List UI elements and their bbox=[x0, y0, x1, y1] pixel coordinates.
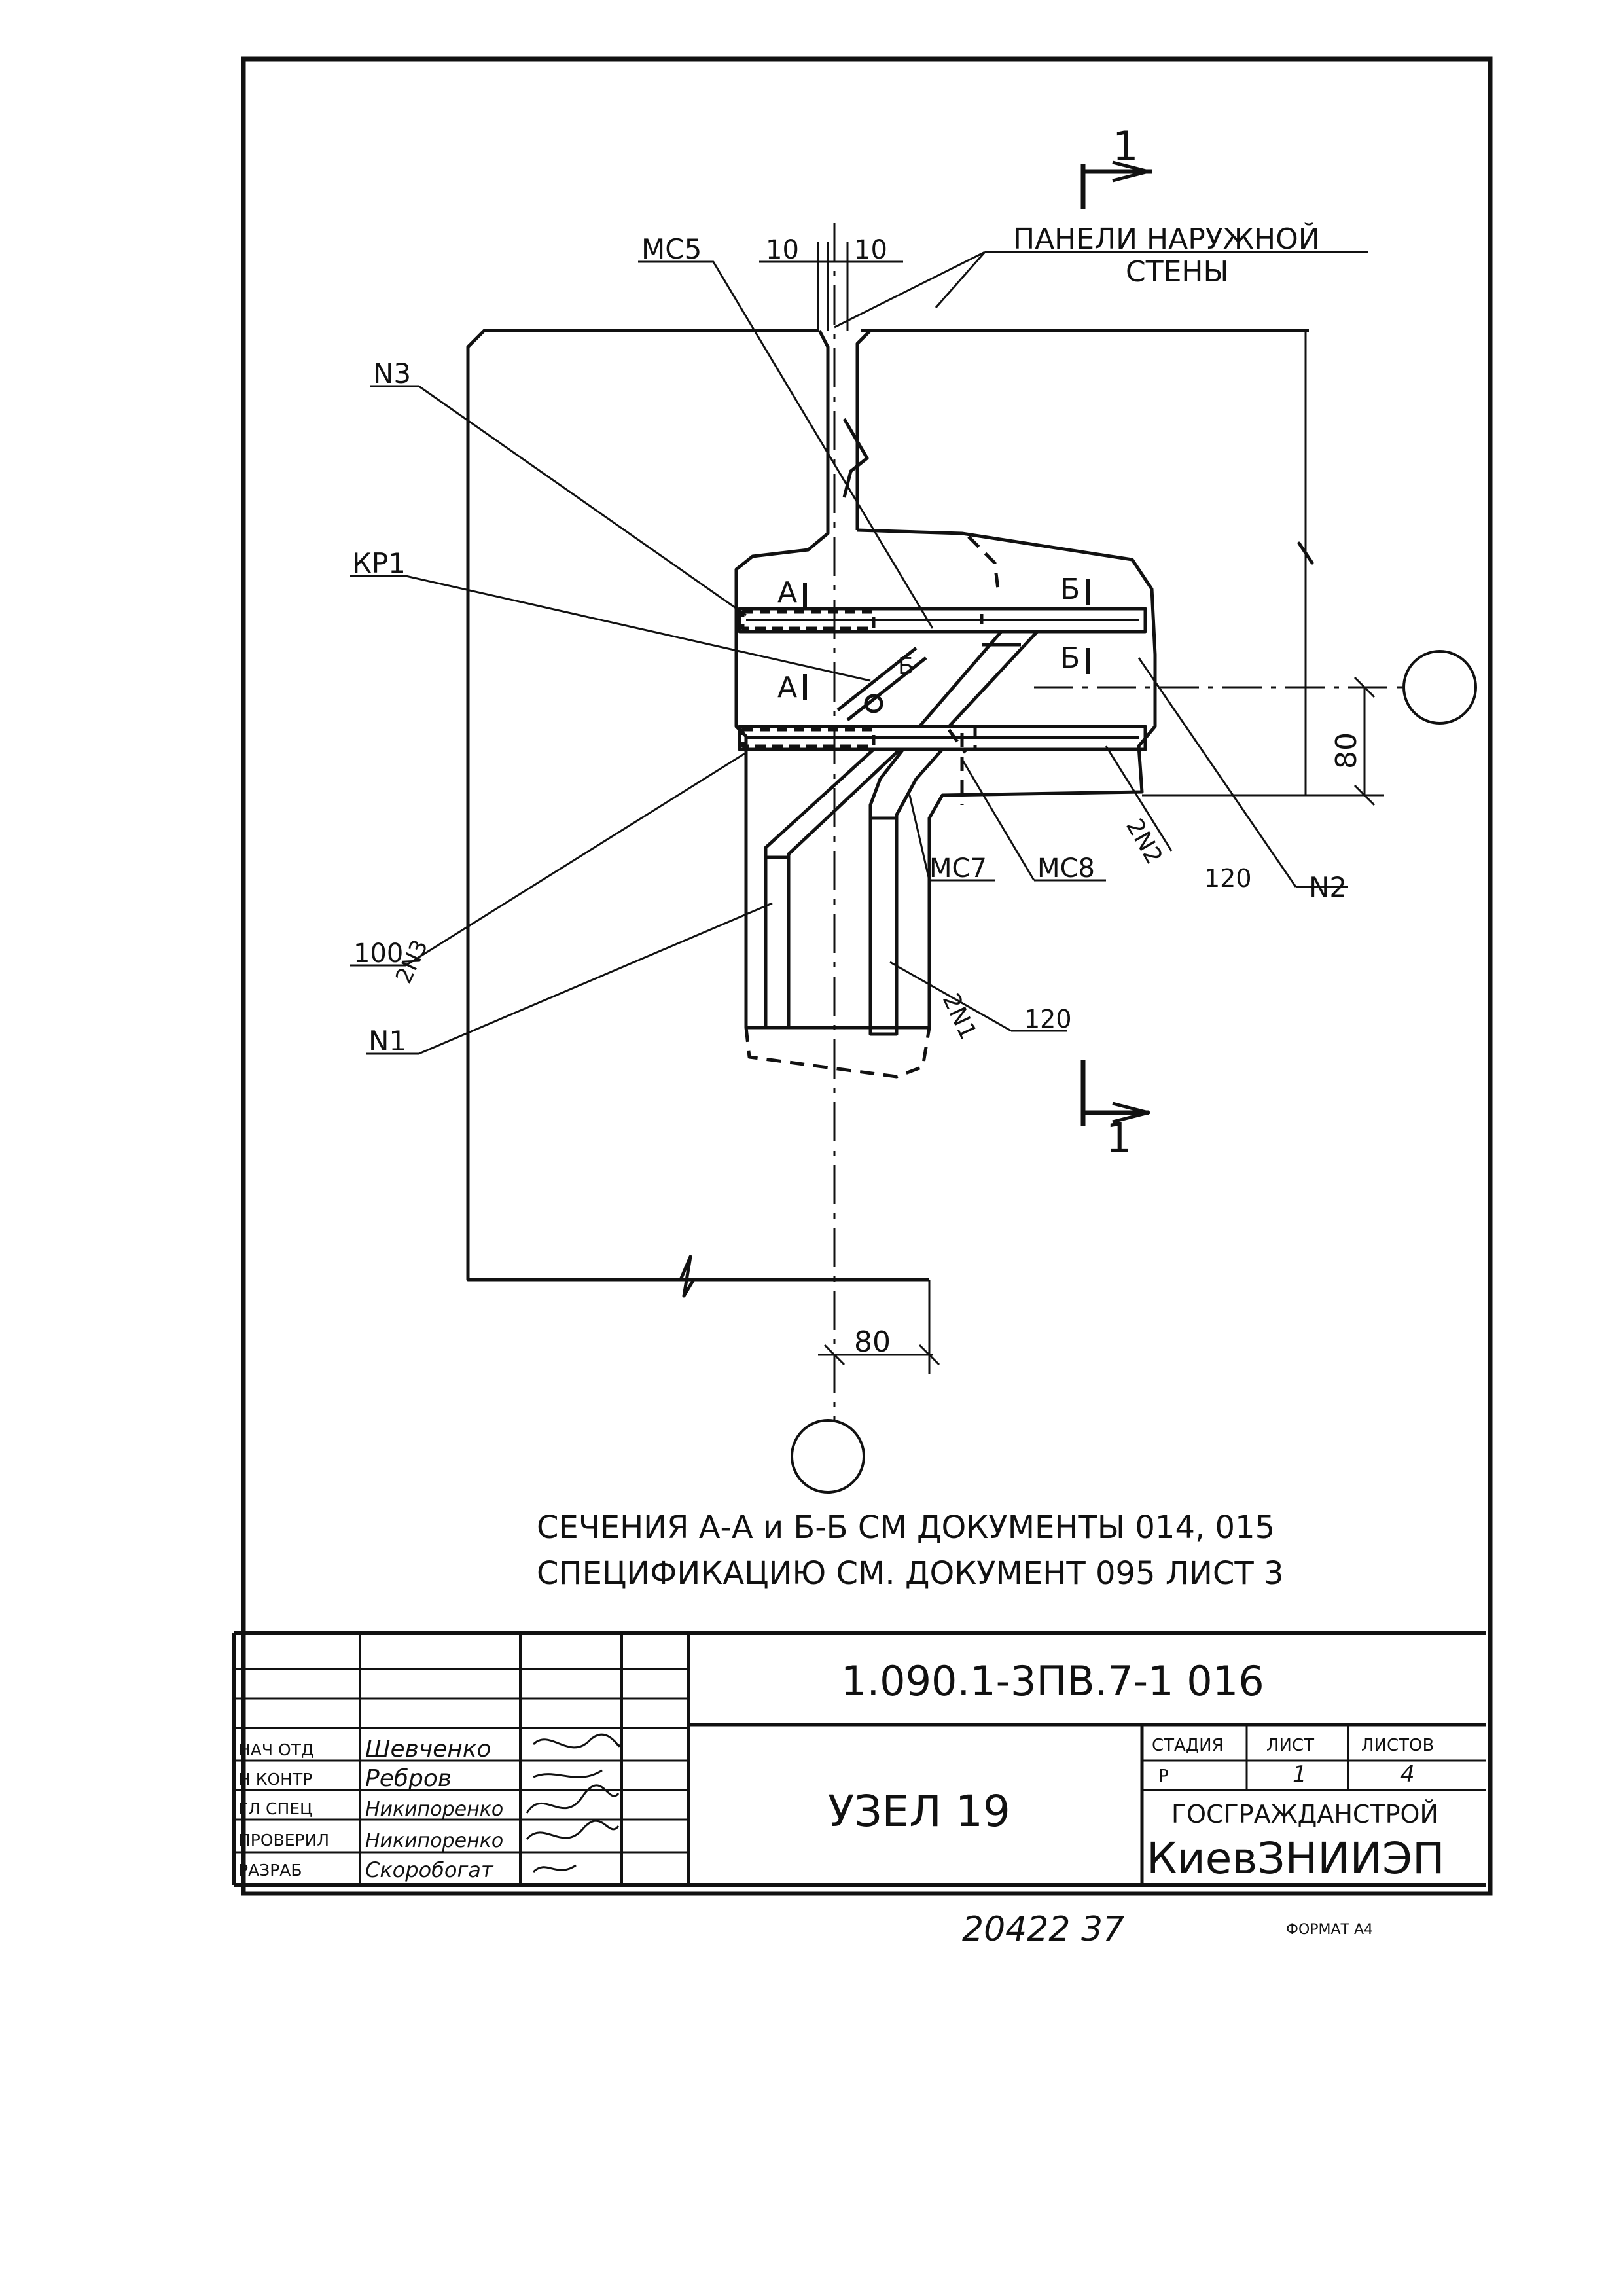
leader-2n2 bbox=[1105, 745, 1173, 852]
n3-label: N3 bbox=[373, 357, 411, 389]
stage-header: СТАДИЯ bbox=[1152, 1736, 1224, 1755]
kp1-label: КР1 bbox=[352, 547, 406, 579]
sheets-value: 4 bbox=[1400, 1761, 1415, 1787]
leader-n3 bbox=[370, 385, 747, 617]
left-wall-panel bbox=[466, 329, 929, 1282]
name-2: Ребров bbox=[365, 1765, 452, 1792]
2n1-label: 2N1 bbox=[937, 989, 982, 1043]
signature-2 bbox=[533, 1769, 603, 1778]
section-mark-top-label: 1 bbox=[1113, 122, 1138, 170]
dim-10-right: 10 bbox=[854, 235, 887, 265]
left-panel-joint bbox=[734, 329, 929, 1030]
mc7-label: МС7 bbox=[929, 853, 987, 884]
document-code: 1.090.1-3ПВ.7-1 016 bbox=[841, 1657, 1264, 1705]
axis-marker-bottom bbox=[791, 1419, 865, 1494]
section-a-top: А bbox=[777, 576, 797, 609]
leader-mc7 bbox=[908, 795, 995, 882]
kp1-circle bbox=[864, 694, 883, 713]
drawing-labels: 1 1 10 10 ПАНЕЛИ НАРУЖНОЙ СТЕНЫ МС5 N3 К… bbox=[352, 122, 1363, 1359]
drawing-frame bbox=[241, 56, 1493, 1896]
mc5-label: МС5 bbox=[641, 233, 702, 265]
sheet-value: 1 bbox=[1293, 1761, 1307, 1787]
dim-10-left: 10 bbox=[766, 235, 799, 265]
right-console bbox=[857, 528, 1157, 1028]
signature-1 bbox=[532, 1733, 620, 1749]
node-drawing bbox=[350, 160, 1477, 1494]
2n2-label: 2N2 bbox=[1120, 814, 1168, 869]
plate-n2-mid bbox=[973, 725, 1147, 751]
name-5: Скоробогат bbox=[365, 1857, 494, 1882]
signature-3 bbox=[526, 1784, 620, 1814]
weld-120-a: 120 bbox=[1204, 864, 1252, 893]
leader-panels bbox=[834, 251, 1368, 329]
leader-n2 bbox=[1137, 657, 1348, 888]
anchor-bars bbox=[764, 748, 944, 1034]
paper-format: ФОРМАТ А4 bbox=[1286, 1922, 1373, 1938]
n2-label: N2 bbox=[1309, 871, 1347, 903]
section-mark-top bbox=[1080, 164, 1152, 209]
plate-n3-dash bbox=[741, 610, 876, 630]
section-a-mid: А bbox=[777, 671, 797, 704]
right-panel-inner bbox=[855, 329, 872, 530]
section-b-top: Б bbox=[1060, 573, 1080, 606]
title-block-text: 1.090.1-3ПВ.7-1 016 УЗЕЛ 19 СТАДИЯ ЛИСТ … bbox=[238, 1657, 1445, 1884]
organization-line2: КиевЗНИИЭП bbox=[1147, 1833, 1445, 1884]
section-b-small: Б bbox=[898, 653, 914, 680]
n1-label: N1 bbox=[368, 1025, 406, 1057]
weld-100: 100 bbox=[353, 939, 403, 969]
note-sections: СЕЧЕНИЯ А-А и Б-Б СМ ДОКУМЕНТЫ 014, 015 bbox=[537, 1509, 1275, 1546]
leader-mc8 bbox=[961, 759, 1106, 882]
panels-label-2: СТЕНЫ bbox=[1126, 255, 1228, 289]
axis-marker-right bbox=[1402, 650, 1477, 725]
bottom-slab bbox=[744, 1027, 931, 1079]
role-1: НАЧ ОТД bbox=[238, 1740, 313, 1759]
plate-mid-dash bbox=[741, 728, 876, 748]
name-3: Никипоренко bbox=[365, 1798, 503, 1821]
weld-120-b: 120 bbox=[1024, 1005, 1072, 1033]
sheets-header: ЛИСТОВ bbox=[1361, 1736, 1434, 1755]
role-5: РАЗРАБ bbox=[238, 1861, 302, 1880]
section-b-mid: Б bbox=[1060, 641, 1080, 675]
stage-value: Р bbox=[1158, 1767, 1169, 1786]
inventory-number: 20422 37 bbox=[962, 1910, 1124, 1949]
name-1: Шевченко bbox=[365, 1736, 491, 1763]
signature-5 bbox=[532, 1864, 577, 1873]
note-specification: СПЕЦИФИКАЦИЮ СМ. ДОКУМЕНТ 095 ЛИСТ 3 bbox=[537, 1555, 1283, 1592]
title-block bbox=[232, 1631, 1486, 1887]
organization-line1: ГОСГРАЖДАНСТРОЙ bbox=[1171, 1800, 1438, 1829]
section-mark-bottom-label: 1 bbox=[1106, 1114, 1132, 1162]
leader-2n1 bbox=[889, 961, 1067, 1032]
leader-kp1 bbox=[350, 575, 871, 682]
name-4: Никипоренко bbox=[365, 1829, 503, 1852]
dim-80-bottom: 80 bbox=[854, 1325, 891, 1359]
sheet-header: ЛИСТ bbox=[1266, 1736, 1314, 1755]
role-2: Н КОНТР bbox=[238, 1770, 312, 1789]
section-mark-bottom bbox=[1080, 1060, 1149, 1126]
signature-4 bbox=[526, 1820, 620, 1840]
sheet-title: УЗЕЛ 19 bbox=[828, 1786, 1010, 1837]
plate-n2-top bbox=[980, 607, 1147, 634]
kp1-rod bbox=[836, 647, 927, 721]
leader-n1 bbox=[366, 902, 773, 1055]
leader-2n3 bbox=[350, 751, 747, 967]
break-mark-bottom bbox=[679, 1255, 696, 1298]
leader-mc5 bbox=[638, 260, 934, 629]
mc8-label: МС8 bbox=[1037, 853, 1095, 884]
role-3: ГЛ СПЕЦ bbox=[238, 1799, 312, 1818]
role-4: ПРОВЕРИЛ bbox=[238, 1831, 329, 1850]
console-dashed bbox=[947, 535, 1000, 805]
diagonal-bar bbox=[918, 630, 1039, 728]
dim-80-vertical: 80 bbox=[1330, 732, 1363, 769]
n1-bar-left bbox=[764, 855, 791, 1030]
n1-bar-right bbox=[868, 816, 899, 1036]
panels-label-1: ПАНЕЛИ НАРУЖНОЙ bbox=[1013, 221, 1320, 256]
